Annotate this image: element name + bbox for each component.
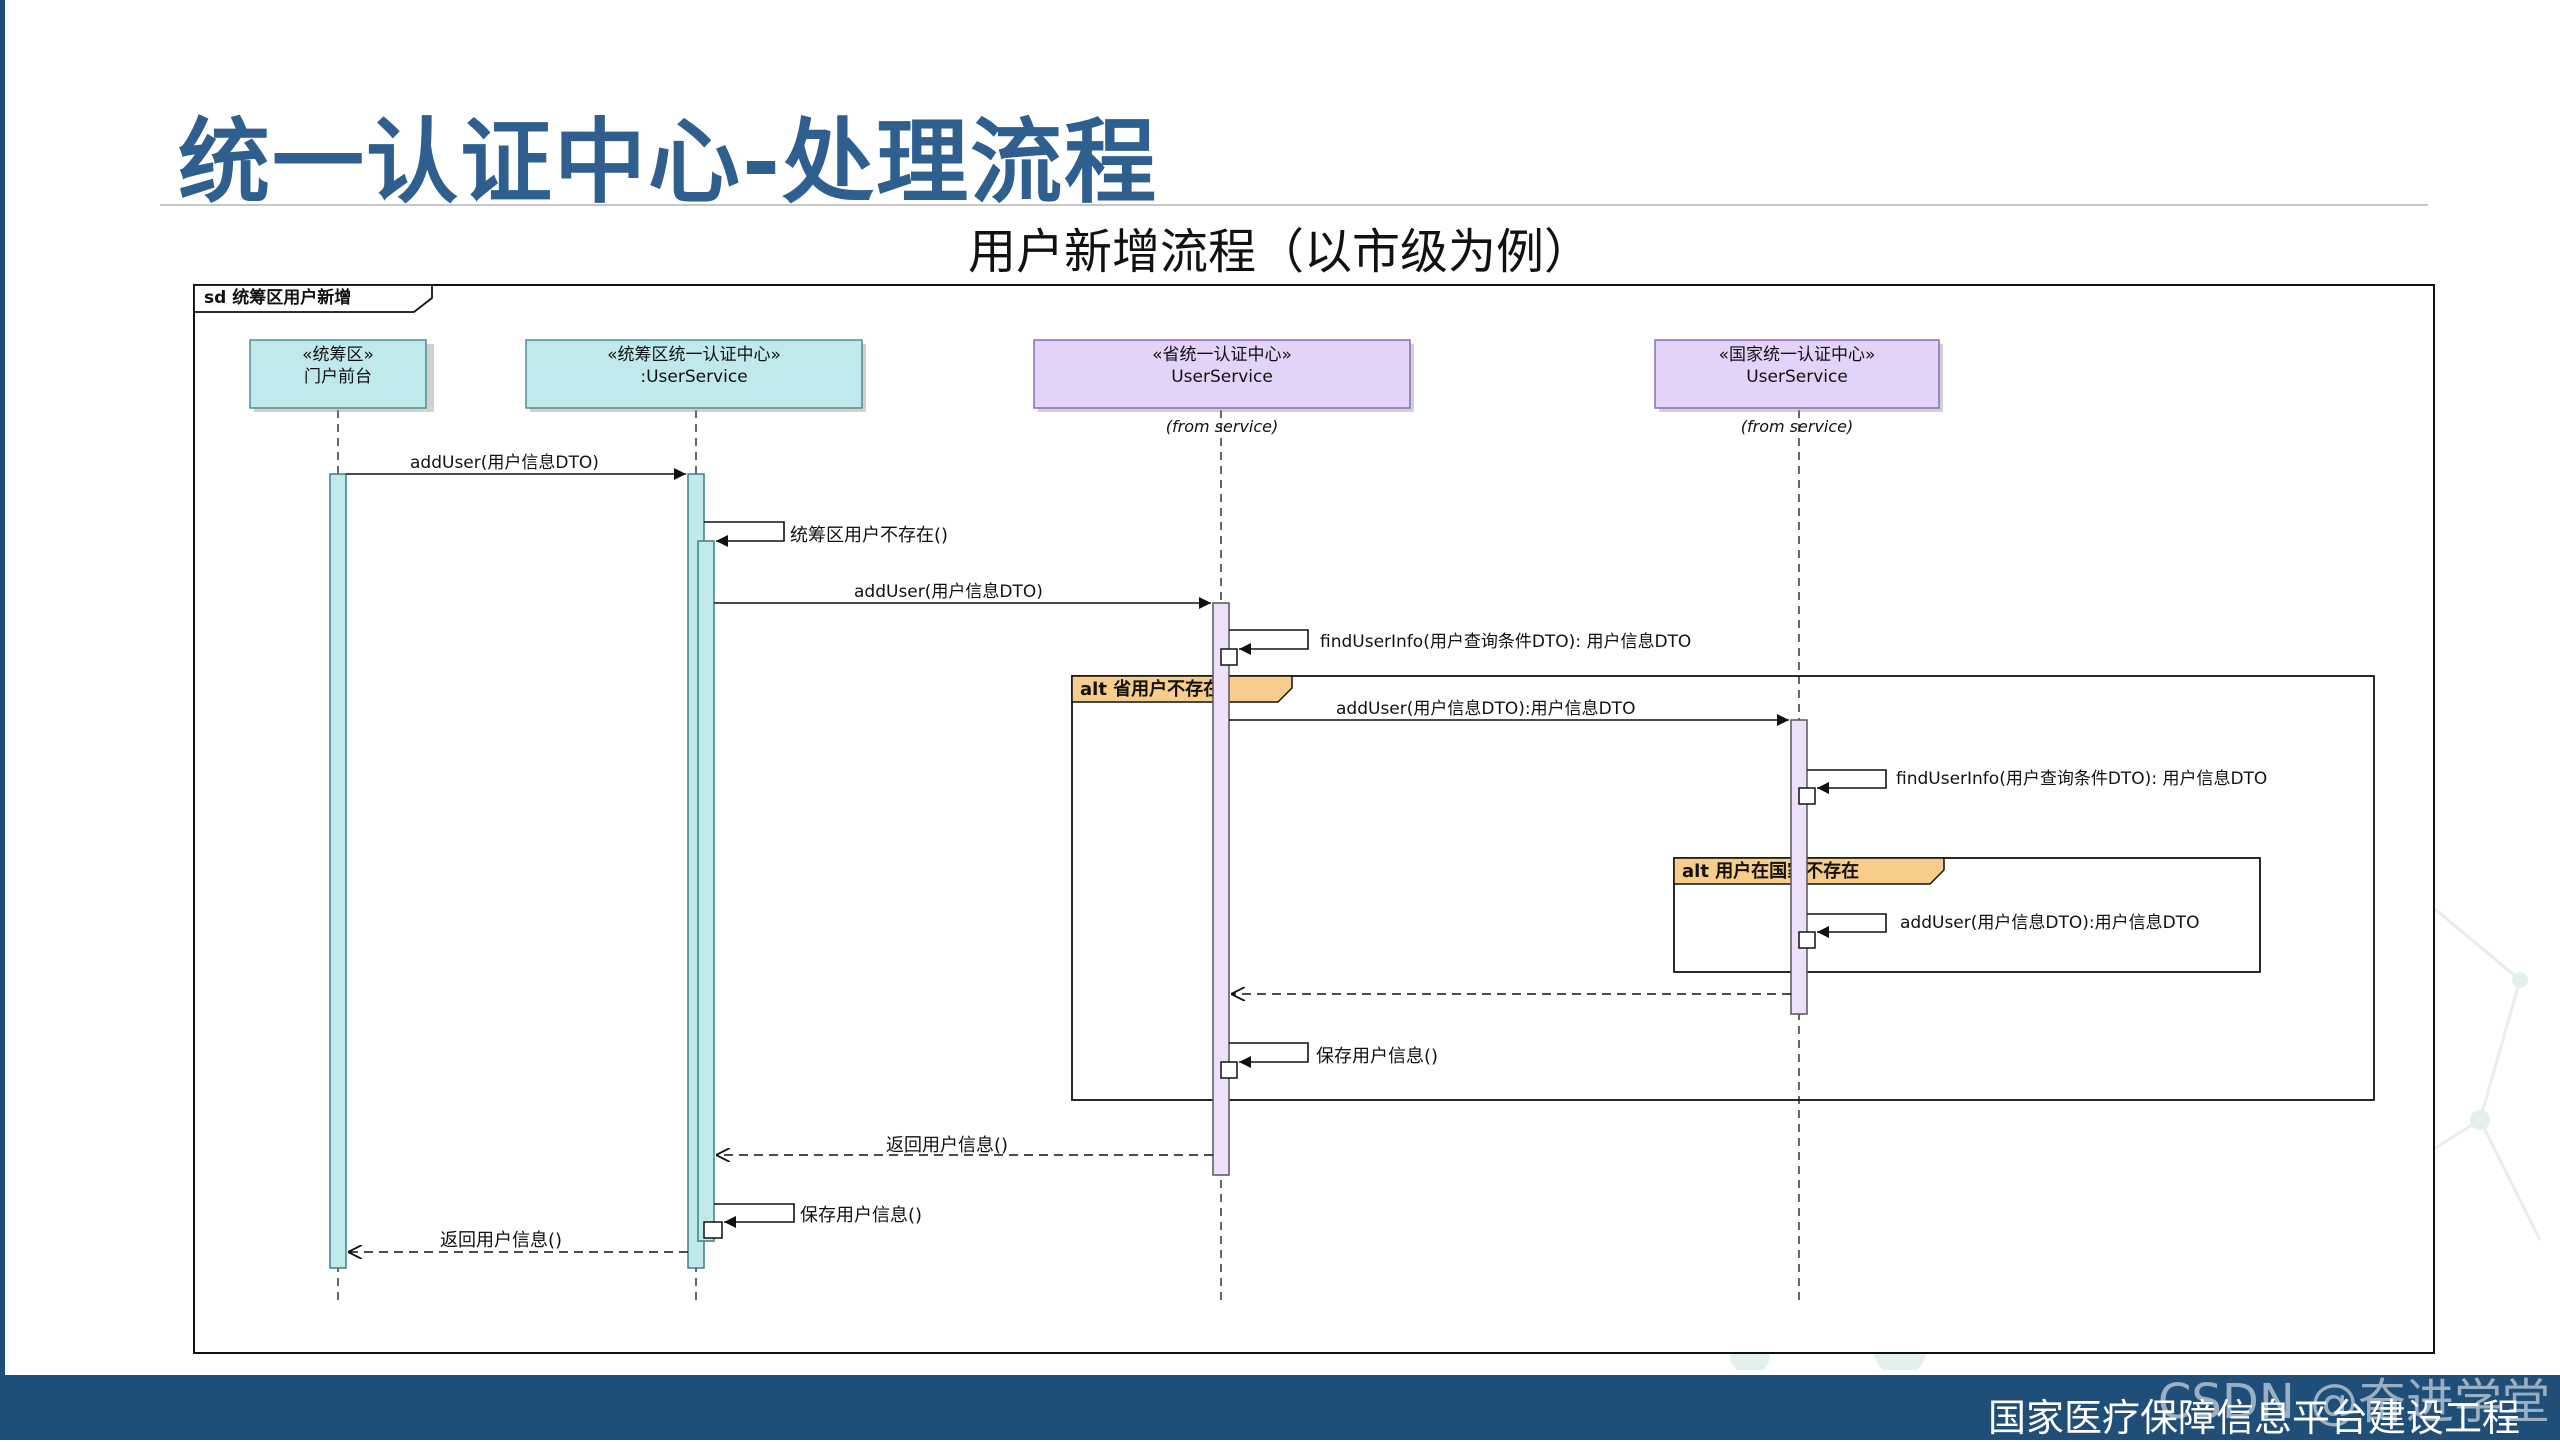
message-arrow (1229, 1042, 1309, 1068)
activation-national-service (1790, 719, 1808, 1015)
message-arrow (1807, 769, 1887, 794)
lifeline-head-district-service (525, 339, 863, 409)
left-edge-bar (0, 0, 5, 1375)
message-arrow (704, 521, 785, 547)
lifeline-name: UserService (1746, 367, 1848, 387)
activation-self-call (1220, 1061, 1238, 1079)
frame-label: sd 统筹区用户新增 (204, 287, 351, 308)
alt-fragment-national-label: alt 用户在国家不存在 (1682, 860, 1859, 882)
watermark: CSDN @奋进学堂 (2157, 1374, 2550, 1430)
frame-label-tab (193, 284, 433, 313)
message-arrow (1229, 629, 1309, 655)
activation-self-call (703, 1221, 723, 1239)
lifeline-name: UserService (1171, 367, 1273, 387)
slide-title: 统一认证中心-处理流程 (178, 109, 1159, 216)
lifeline-name: 门户前台 (304, 367, 372, 387)
alt-fragment-province (1071, 675, 2375, 1101)
message-label: 保存用户信息() (1316, 1046, 1438, 1067)
diagram-title: 用户新增流程（以市级为例） (967, 224, 1592, 280)
activation-self-call (1798, 787, 1816, 805)
sequence-diagram: sd 统筹区用户新增 «统筹区» 门户前台 «统筹区统一认证中心» :UserS… (193, 284, 2435, 1354)
lifeline-note: (from service) (1741, 417, 1853, 436)
activation-district-nested (697, 540, 715, 1242)
message-label: addUser(用户信息DTO):用户信息DTO (1900, 913, 2199, 933)
lifeline-stereotype: «统筹区» (302, 345, 374, 365)
footer-bar: 国家医疗保障信息平台建设工程 (0, 1375, 2560, 1440)
message-label: findUserInfo(用户查询条件DTO): 用户信息DTO (1320, 632, 1691, 652)
alt-fragment-national-label-tab (1673, 857, 1945, 885)
message-arrow (1807, 913, 1887, 938)
lifeline-head-portal (249, 339, 427, 409)
lifeline-stereotype: «国家统一认证中心» (1719, 345, 1876, 365)
activation-portal (329, 473, 347, 1269)
message-label: findUserInfo(用户查询条件DTO): 用户信息DTO (1896, 769, 2267, 789)
lifeline-name: :UserService (640, 367, 747, 387)
message-label: 返回用户信息() (440, 1230, 562, 1251)
alt-fragment-province-label-tab (1071, 675, 1293, 703)
message-label: 保存用户信息() (800, 1205, 922, 1226)
message-label: 返回用户信息() (886, 1135, 1008, 1156)
lifeline-head-national-service (1654, 339, 1940, 409)
diagram-frame (193, 284, 2435, 1354)
message-label: addUser(用户信息DTO) (410, 453, 599, 473)
lifeline-stereotype: «统筹区统一认证中心» (607, 345, 781, 365)
alt-fragment-national (1673, 857, 2261, 973)
message-label: addUser(用户信息DTO):用户信息DTO (1336, 699, 1635, 719)
lifeline-head-province-service (1033, 339, 1411, 409)
title-divider (160, 204, 2428, 206)
lifeline-note: (from service) (1166, 417, 1278, 436)
message-label: 统筹区用户不存在() (790, 525, 948, 546)
alt-fragment-province-label: alt 省用户不存在 (1080, 678, 1221, 700)
message-arrow (714, 1203, 795, 1228)
activation-province-service (1212, 602, 1230, 1176)
message-label: addUser(用户信息DTO) (854, 582, 1043, 602)
footer-text: 国家医疗保障信息平台建设工程 (1987, 1396, 2520, 1440)
lifeline-stereotype: «省统一认证中心» (1152, 345, 1292, 365)
activation-self-call (1220, 648, 1238, 666)
activation-self-call (1798, 931, 1816, 949)
